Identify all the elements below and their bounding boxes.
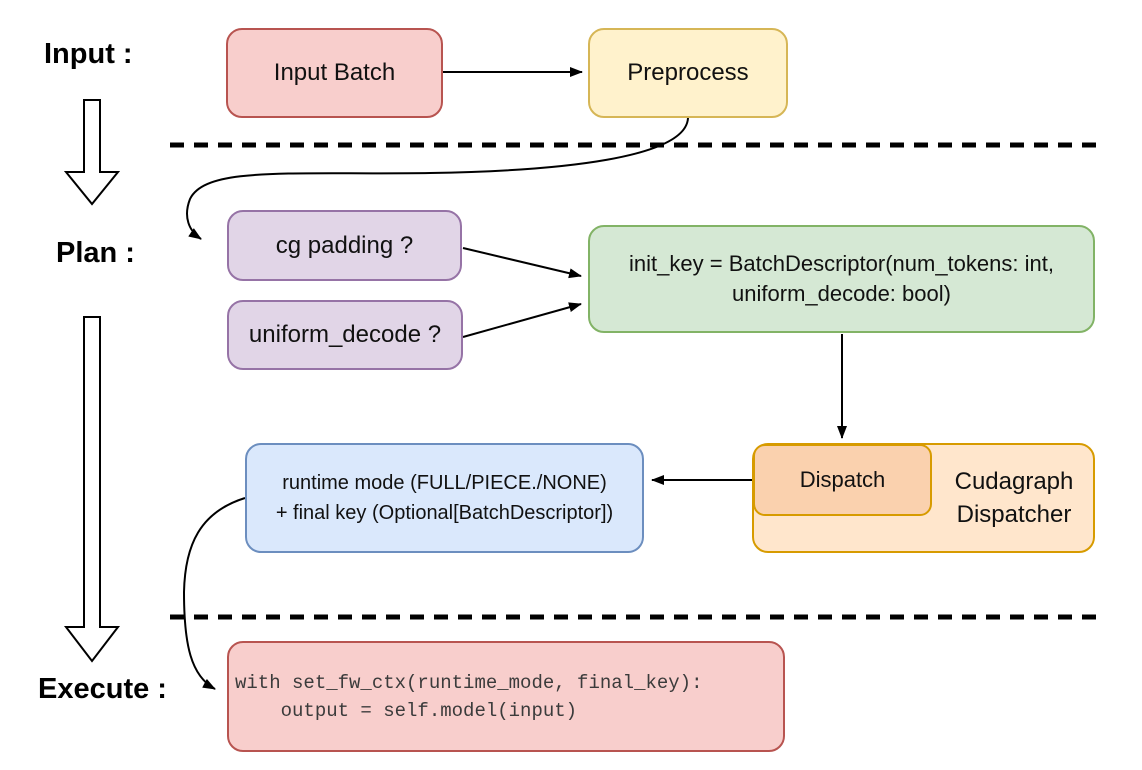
init-key-line2: uniform_decode: bool) (732, 281, 951, 306)
execute-code-line2: output = self.model(input) (235, 699, 578, 722)
execute-section-label: Execute : (38, 673, 167, 705)
preprocess-node: Preprocess (588, 28, 788, 118)
dispatch-node: Dispatch (753, 444, 932, 516)
input-section-arrow (63, 99, 121, 206)
init-key-node: init_key = BatchDescriptor(num_tokens: i… (588, 225, 1095, 333)
arrow-preprocess-to-cg-padding (186, 117, 689, 240)
plan-to-execute-arrow (63, 316, 121, 663)
execute-code-node: with set_fw_ctx(runtime_mode, final_key)… (227, 641, 785, 752)
runtime-mode-line1: runtime mode (FULL/PIECE./NONE) (282, 472, 607, 494)
cudagraph-dispatcher-label: Cudagraph Dispatcher (933, 443, 1095, 553)
input-section-label: Input : (44, 38, 133, 70)
cudagraph-dispatcher-line1: Cudagraph (954, 468, 1074, 495)
cudagraph-dispatcher-line2: Dispatcher (956, 501, 1072, 528)
dispatch-label: Dispatch (799, 467, 886, 493)
init-key-line1: init_key = BatchDescriptor(num_tokens: i… (629, 251, 1054, 276)
input-batch-label: Input Batch (273, 59, 396, 86)
runtime-mode-node: runtime mode (FULL/PIECE./NONE) + final … (245, 443, 644, 553)
cg-padding-label: cg padding ? (275, 231, 414, 259)
input-batch-node: Input Batch (226, 28, 443, 118)
uniform-decode-label: uniform_decode ? (248, 321, 442, 348)
arrow-cg-padding-to-init-key (462, 247, 582, 279)
arrow-runtime-mode-to-execute-code (182, 497, 246, 690)
execute-code-line1: with set_fw_ctx(runtime_mode, final_key)… (235, 671, 703, 694)
uniform-decode-node: uniform_decode ? (227, 300, 463, 370)
cg-padding-node: cg padding ? (227, 210, 462, 281)
preprocess-label: Preprocess (627, 59, 749, 86)
runtime-mode-line2: + final key (Optional[BatchDescriptor]) (275, 502, 614, 524)
arrow-uniform-decode-to-init-key (462, 302, 582, 338)
plan-section-label: Plan : (56, 237, 135, 269)
